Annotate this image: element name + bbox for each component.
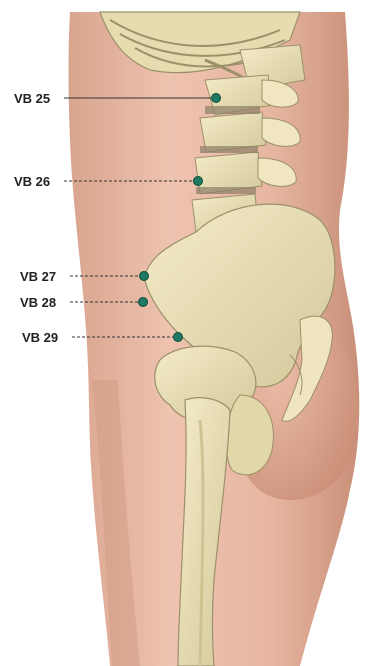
label-vb26: VB 26 bbox=[14, 174, 50, 189]
point-vb29 bbox=[174, 333, 183, 342]
point-vb25 bbox=[212, 94, 221, 103]
point-vb26 bbox=[194, 177, 203, 186]
label-vb27: VB 27 bbox=[20, 269, 56, 284]
label-vb29: VB 29 bbox=[22, 330, 58, 345]
point-vb27 bbox=[140, 272, 149, 281]
label-vb28: VB 28 bbox=[20, 295, 56, 310]
label-vb25: VB 25 bbox=[14, 91, 50, 106]
point-vb28 bbox=[139, 298, 148, 307]
